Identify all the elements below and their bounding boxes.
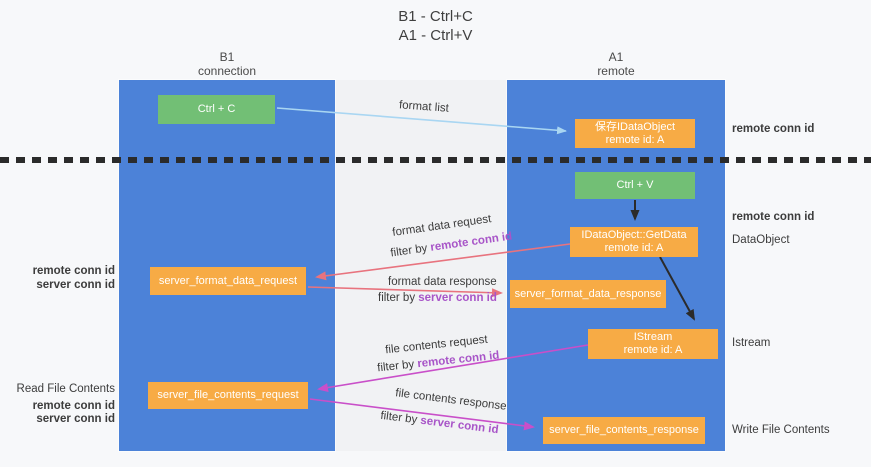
clipboard-boundary-dashed-line [0, 157, 871, 163]
server-file-contents-response-box: server_file_contents_response [543, 417, 705, 444]
ctrl-c-label: Ctrl + C [197, 103, 236, 115]
filter-by-prefix: filter by [378, 292, 419, 304]
istream-line1: IStream [633, 331, 673, 343]
remote-conn-id-annotation: remote conn id [732, 211, 815, 223]
remote-conn-id-annotation: remote conn id [32, 400, 115, 412]
server-format-data-request-label: server_format_data_request [158, 274, 298, 287]
format-data-response-label: format data response [388, 276, 497, 288]
server-conn-id-annotation: server conn id [36, 279, 115, 291]
left-column-name: B1 [219, 50, 235, 64]
diagram-title: B1 - Ctrl+C A1 - Ctrl+V [0, 7, 871, 45]
save-dataobject-line1: 保存IDataObject [594, 120, 676, 133]
server-conn-id-key: server conn id [418, 292, 497, 304]
save-dataobject-line2: remote id: A [605, 133, 665, 146]
format-data-response-filter: filter by server conn id [378, 292, 497, 304]
left-column-header: B1 connection [119, 50, 335, 78]
title-line-2: A1 - Ctrl+V [398, 27, 473, 44]
server-format-data-response-label: server_format_data_response [514, 287, 662, 300]
remote-conn-id-annotation: remote conn id [732, 123, 815, 135]
getdata-line1: IDataObject::GetData [581, 229, 687, 241]
write-file-contents-annotation: Write File Contents [732, 424, 830, 436]
right-column-header: A1 remote [507, 50, 725, 78]
istream-annotation: Istream [732, 337, 771, 349]
right-column-name: A1 [608, 50, 624, 64]
istream-line2: remote id: A [623, 344, 683, 356]
read-file-contents-annotation: Read File Contents [16, 383, 115, 395]
server-format-data-request-box: server_format_data_request [150, 267, 306, 295]
getdata-line2: remote id: A [604, 242, 664, 254]
dataobject-annotation: DataObject [732, 234, 790, 246]
server-file-contents-request-label: server_file_contents_request [157, 389, 299, 401]
left-column-role: connection [197, 64, 257, 78]
ctrl-c-box: Ctrl + C [158, 95, 275, 124]
remote-conn-id-annotation: remote conn id [32, 265, 115, 277]
server-conn-id-annotation: server conn id [36, 413, 115, 425]
server-file-contents-response-label: server_file_contents_response [549, 424, 699, 436]
ctrl-v-box: Ctrl + V [575, 172, 695, 199]
server-format-data-response-box: server_format_data_response [510, 280, 666, 308]
istream-box: IStream remote id: A [588, 329, 718, 359]
server-file-contents-request-box: server_file_contents_request [148, 382, 308, 409]
right-column-role: remote [597, 64, 635, 78]
getdata-box: IDataObject::GetData remote id: A [570, 227, 698, 257]
save-dataobject-box: 保存IDataObject remote id: A [575, 119, 695, 148]
title-line-1: B1 - Ctrl+C [398, 8, 473, 25]
ctrl-v-label: Ctrl + V [616, 179, 654, 191]
